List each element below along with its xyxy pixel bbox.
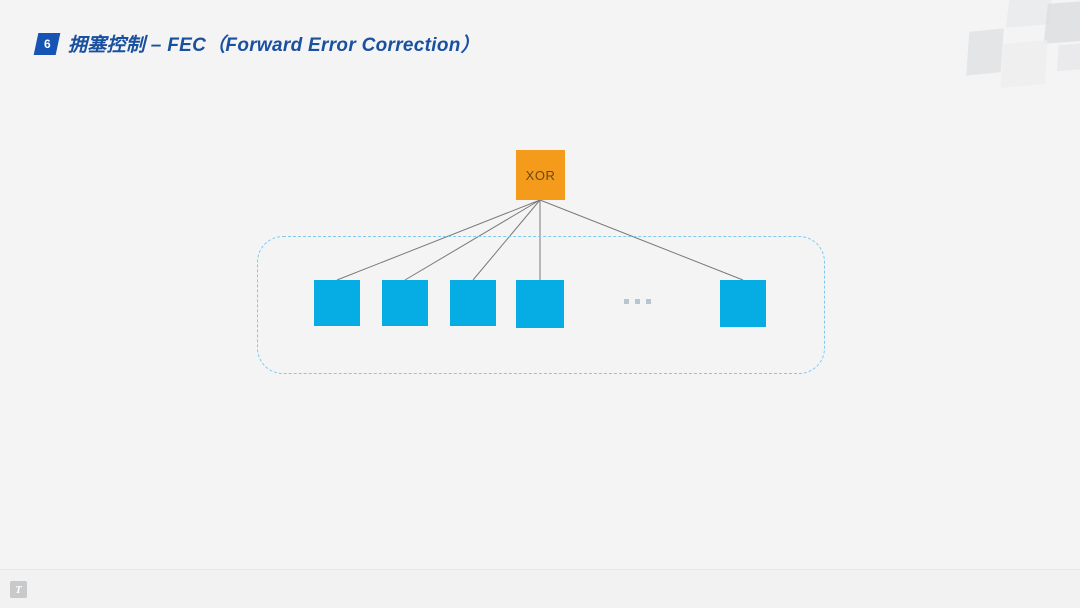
ellipsis-indicator <box>624 299 651 304</box>
edge-xor-to-shard-1 <box>336 199 541 281</box>
edge-xor-to-shard-5 <box>539 199 744 281</box>
ellipsis-dot <box>624 299 629 304</box>
ellipsis-dot <box>635 299 640 304</box>
node-xor[interactable]: XOR <box>516 150 565 200</box>
node-shard-2[interactable] <box>382 280 428 326</box>
edge-layer <box>336 199 744 281</box>
diagram-canvas: XOR <box>257 150 825 374</box>
node-shard-n[interactable] <box>720 280 766 327</box>
text-tool-icon[interactable]: T <box>10 581 27 598</box>
node-xor-label: XOR <box>525 167 556 183</box>
node-shard-4[interactable] <box>516 280 564 328</box>
slide-footer: T <box>0 569 1080 608</box>
ellipsis-dot <box>646 299 651 304</box>
shard-group-boundary <box>257 236 825 374</box>
edge-xor-to-shard-3 <box>472 199 541 281</box>
edge-xor-to-shard-2 <box>404 199 541 281</box>
page-title: 拥塞控制 – FEC（Forward Error Correction） <box>68 35 480 56</box>
node-shard-3[interactable] <box>450 280 496 326</box>
node-shard-1[interactable] <box>314 280 360 326</box>
slide-header: 6 拥塞控制 – FEC（Forward Error Correction） <box>33 30 480 57</box>
